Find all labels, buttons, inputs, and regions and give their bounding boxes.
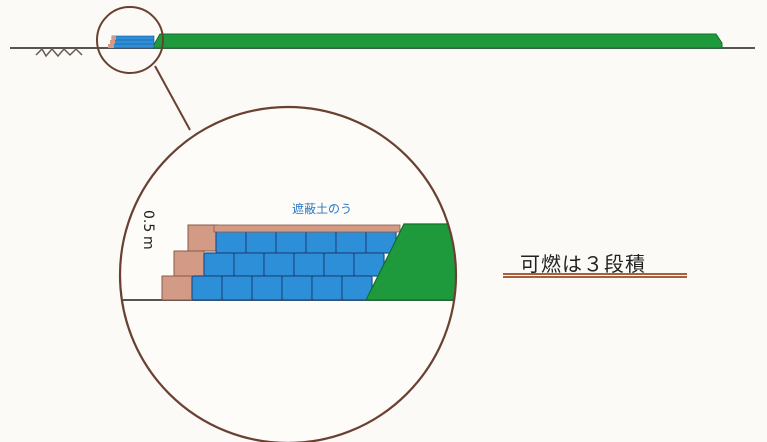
overview-strip	[10, 6, 755, 131]
ground-hatch	[35, 47, 83, 58]
bag-label: 遮蔽土のう	[292, 201, 352, 216]
stacking-note: 可燃は３段積	[520, 252, 646, 276]
end-bag-middle	[173, 250, 205, 277]
end-bag-top	[187, 224, 219, 252]
detail-reference-circle	[96, 6, 164, 74]
detail-view	[118, 105, 458, 442]
top-cap-strip	[213, 224, 401, 233]
height-value: 0.5	[140, 210, 156, 232]
end-bags	[161, 224, 219, 301]
overview-bags	[108, 35, 155, 49]
height-unit: m	[140, 236, 156, 250]
height-annotation: 0.5 m	[140, 210, 156, 250]
detail-circle-border	[118, 105, 458, 442]
blue-bags	[191, 230, 397, 301]
stacking-note-underline	[503, 273, 687, 278]
overview-embankment	[151, 33, 723, 49]
end-bag-bottom	[161, 275, 193, 301]
detail-connector-line	[154, 65, 191, 131]
